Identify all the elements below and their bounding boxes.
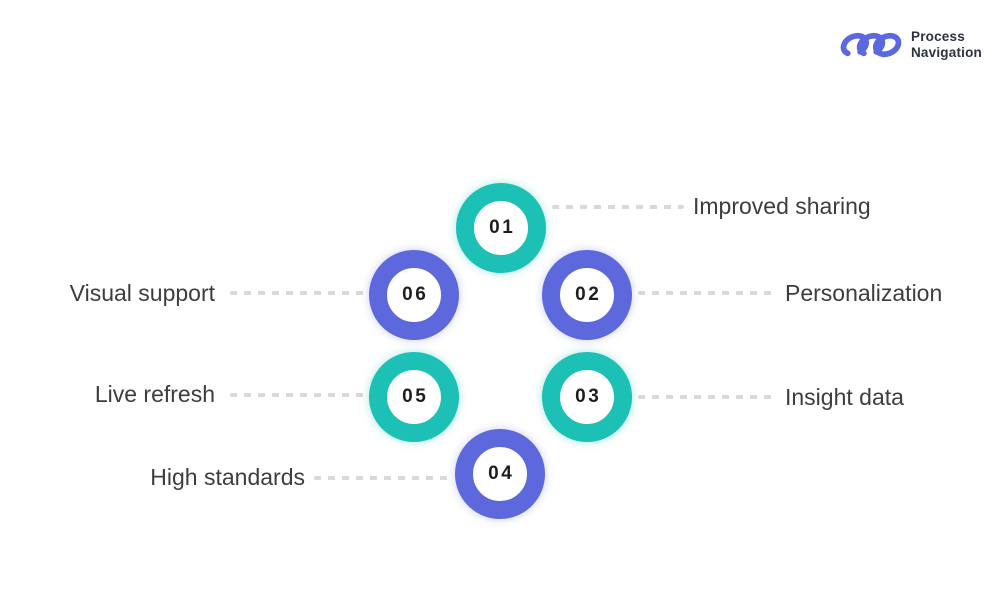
logo-text: Process Navigation xyxy=(911,29,982,61)
dotted-connector-03 xyxy=(638,395,776,399)
dotted-connector-04 xyxy=(314,476,454,480)
step-label-insight-data: Insight data xyxy=(785,384,904,410)
step-number-04: 04 xyxy=(488,463,515,484)
chain-loops-icon xyxy=(840,32,902,58)
logo-line-2: Navigation xyxy=(910,45,982,60)
step-number-06: 06 xyxy=(402,284,429,305)
dotted-connector-01 xyxy=(552,205,684,209)
step-label-personalization: Personalization xyxy=(785,280,943,306)
step-label-live-refresh: Live refresh xyxy=(94,381,215,407)
dotted-connector-05 xyxy=(230,393,367,397)
step-label-visual-support: Visual support xyxy=(69,280,215,306)
dotted-connector-02 xyxy=(638,291,776,295)
step-number-01: 01 xyxy=(489,217,516,238)
logo: Process Navigation xyxy=(840,26,982,64)
step-circle-04: 04 xyxy=(455,429,545,519)
step-number-03: 03 xyxy=(575,386,602,407)
step-number-02: 02 xyxy=(575,284,602,305)
step-circle-05: 05 xyxy=(369,352,459,442)
dotted-connector-06 xyxy=(230,291,367,295)
step-circle-06: 06 xyxy=(369,250,459,340)
step-circle-02: 02 xyxy=(542,250,632,340)
step-number-05: 05 xyxy=(402,386,429,407)
step-label-high-standards: High standards xyxy=(150,464,305,490)
logo-line-1: Process xyxy=(910,29,965,45)
step-circle-01: 01 xyxy=(456,183,546,273)
step-circle-03: 03 xyxy=(542,352,632,442)
step-label-improved-sharing: Improved sharing xyxy=(693,193,871,219)
